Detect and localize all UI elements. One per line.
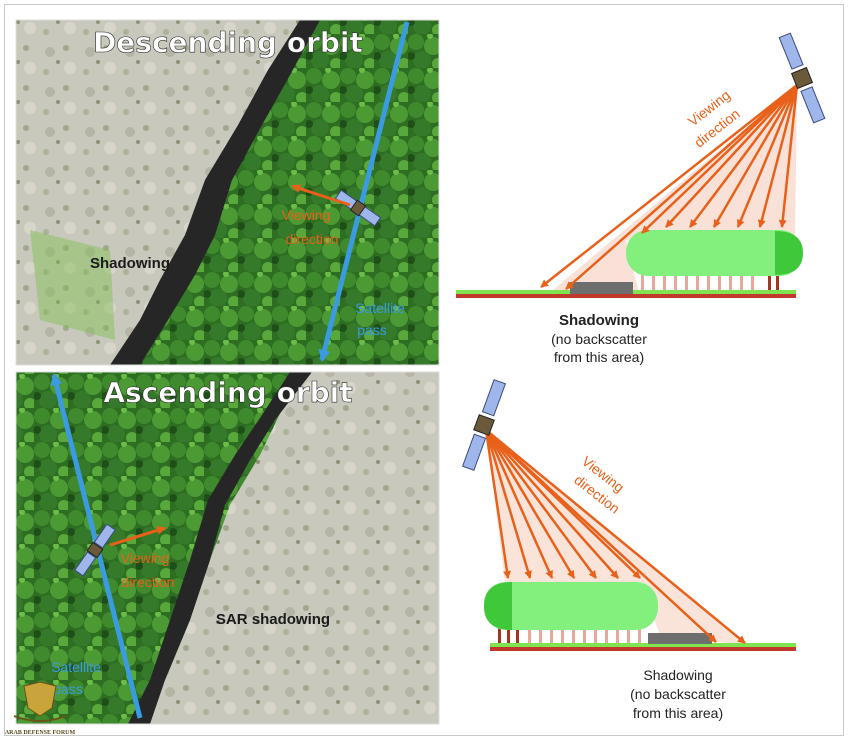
cleared-area bbox=[140, 372, 439, 724]
sar-shadowing-label: SAR shadowing bbox=[216, 611, 330, 628]
satellite-pass-label-line1: Satellite bbox=[355, 300, 405, 316]
satellite-pass-label-line1: Satellite bbox=[51, 659, 101, 675]
ascending-orbit-photo bbox=[16, 372, 439, 724]
shadow-band bbox=[110, 20, 320, 365]
grass-patch bbox=[30, 230, 115, 340]
shadow-zone bbox=[648, 633, 712, 644]
descending-geometry-diagram: Viewing direction Shadowing (no backscat… bbox=[456, 32, 826, 365]
tree-trunks bbox=[641, 272, 779, 290]
cleared-area bbox=[16, 20, 300, 365]
satellite-icon bbox=[334, 189, 382, 227]
top-photo-border bbox=[15, 19, 440, 366]
radar-rays bbox=[540, 84, 799, 290]
viewing-label-line1: Viewing bbox=[282, 207, 331, 223]
viewing-label-line2: direction bbox=[286, 231, 339, 247]
shadowing-caption-line3: from this area) bbox=[554, 349, 644, 365]
viewing-direction-arrow bbox=[291, 184, 351, 207]
satellite-icon bbox=[74, 523, 116, 577]
shadowing-caption-title: Shadowing bbox=[643, 667, 712, 683]
satellite-icon bbox=[778, 32, 826, 124]
illumination-cone bbox=[553, 85, 797, 293]
forum-watermark-logo bbox=[13, 681, 67, 722]
viewing-label-line2: direction bbox=[122, 574, 175, 590]
satellite-pass-label-line2: pass bbox=[53, 681, 83, 697]
viewing-label-line1: Viewing bbox=[121, 550, 170, 566]
shadowing-caption-line2: (no backscatter bbox=[630, 686, 726, 702]
ascending-geometry-diagram: Viewing direction Shadowing (no backscat… bbox=[461, 379, 796, 721]
shadowing-label: Shadowing bbox=[90, 255, 170, 272]
watermark-text: ARAB DEFENSE FORUM bbox=[5, 730, 76, 736]
bottom-photo-border bbox=[15, 371, 440, 725]
tree-trunks bbox=[498, 626, 641, 643]
ground-base bbox=[490, 647, 796, 651]
forest-canopy-block bbox=[484, 582, 658, 630]
satellite-pass-arrow bbox=[318, 21, 410, 362]
ground-surface bbox=[490, 643, 796, 647]
radar-rays bbox=[484, 429, 746, 644]
shadow-band bbox=[128, 372, 312, 724]
viewing-direction-arrow bbox=[109, 526, 166, 547]
shadow-zone bbox=[570, 282, 633, 294]
forest-canopy-block bbox=[626, 230, 802, 276]
canopy-edge bbox=[484, 582, 512, 630]
shadowing-caption-line3: from this area) bbox=[633, 705, 723, 721]
descending-orbit-title: Descending orbit bbox=[93, 26, 363, 59]
satellite-pass-label-line2: pass bbox=[357, 322, 387, 338]
ground-base bbox=[456, 294, 796, 298]
ascending-orbit-title: Ascending orbit bbox=[103, 376, 352, 409]
canopy-edge bbox=[775, 231, 803, 275]
shadowing-caption-line2: (no backscatter bbox=[551, 331, 647, 347]
shadowing-caption-title: Shadowing bbox=[559, 312, 639, 329]
descending-orbit-photo bbox=[16, 20, 439, 365]
satellite-icon bbox=[461, 379, 507, 471]
